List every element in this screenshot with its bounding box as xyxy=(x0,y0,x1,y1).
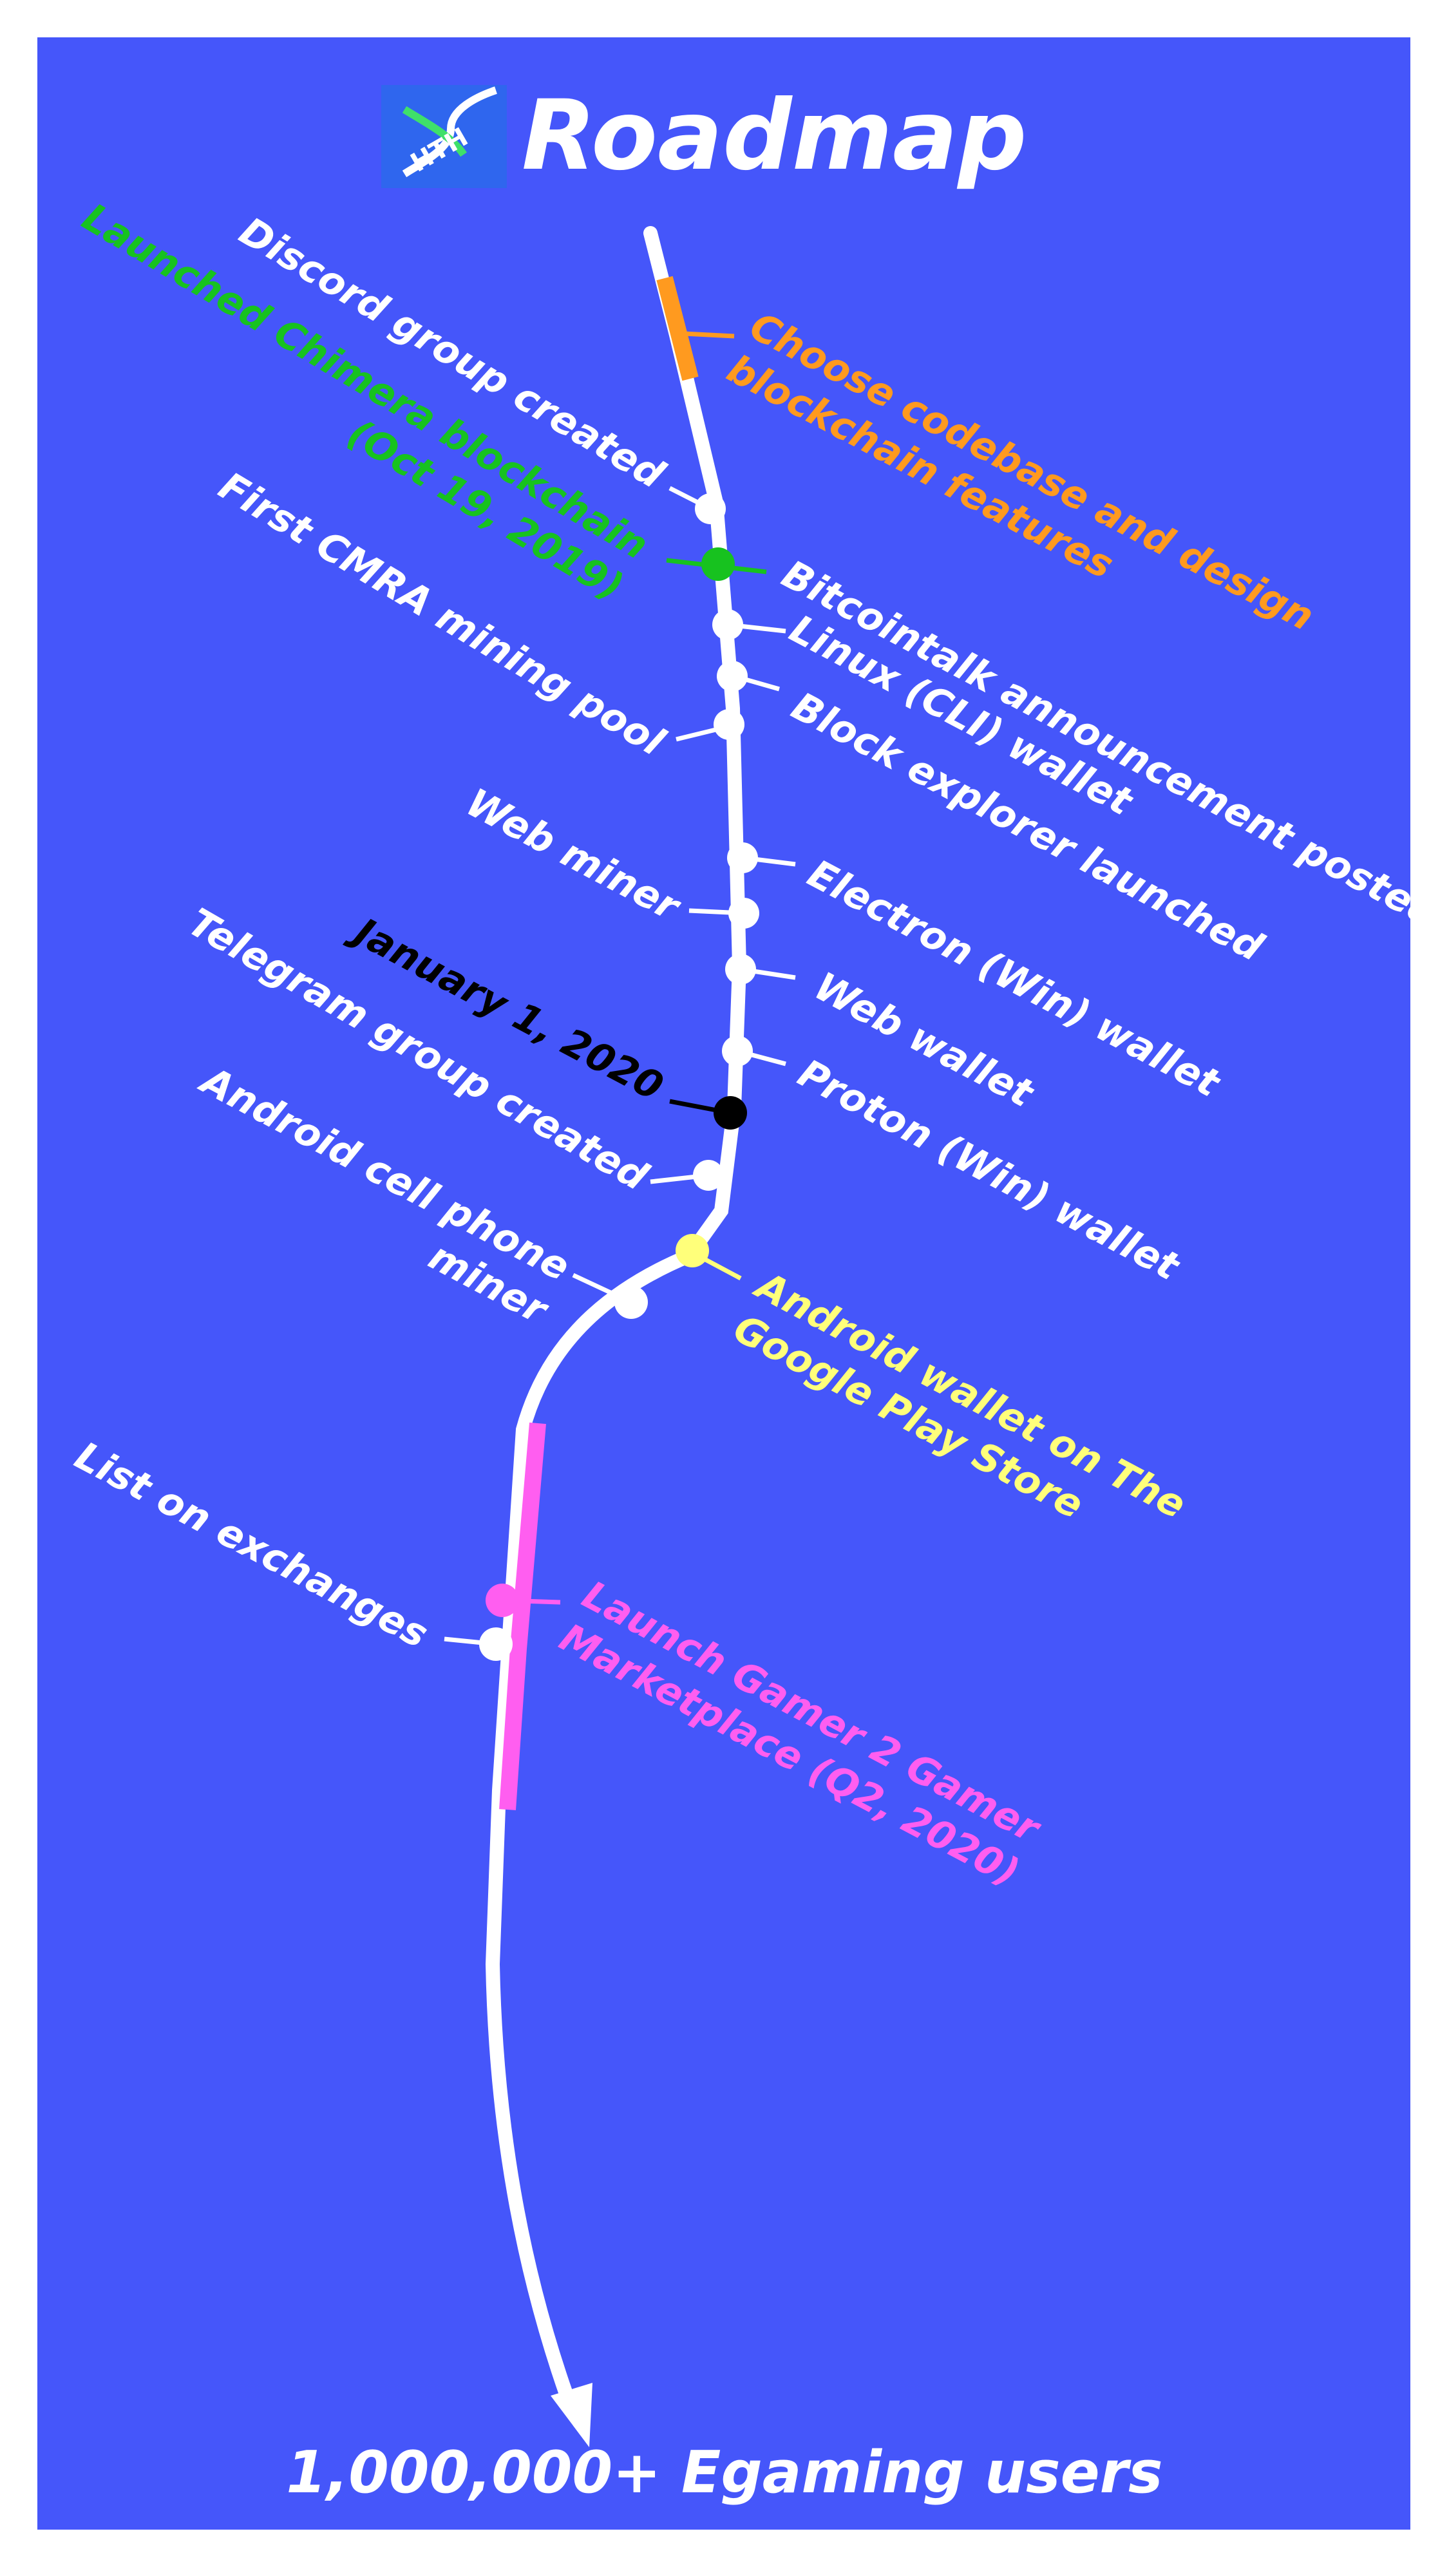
dot-android-wallet xyxy=(676,1234,709,1267)
dot-g2g-marketplace xyxy=(486,1584,519,1617)
dot-block-explorer xyxy=(727,842,758,873)
label-android-wallet: Android wallet on TheGoogle Play Store xyxy=(724,1262,1193,1571)
dot-bitcointalk xyxy=(712,609,743,640)
page-title: Roadmap xyxy=(522,80,1027,192)
roadmap-panel xyxy=(37,37,1410,2530)
label-g2g-marketplace-line: Launch Gamer 2 Gamer xyxy=(575,1572,1048,1852)
dot-mining-pool xyxy=(714,709,744,740)
goal-text: 1,000,000+ Egaming users xyxy=(286,2439,1162,2506)
dot-linux-wallet xyxy=(717,661,748,692)
label-g2g-marketplace-line: Marketplace (Q2, 2020) xyxy=(553,1615,1027,1896)
dot-jan-2020 xyxy=(714,1096,747,1130)
dot-electron-wallet xyxy=(728,898,759,929)
label-exchanges-line: List on exchanges xyxy=(68,1433,435,1657)
label-g2g-marketplace: Launch Gamer 2 GamerMarketplace (Q2, 202… xyxy=(553,1572,1049,1895)
arrow-head-icon xyxy=(551,2383,592,2447)
label-web-miner-line: Web miner xyxy=(459,780,688,931)
dot-exchanges xyxy=(479,1627,513,1661)
dot-chimera-launch xyxy=(701,547,735,581)
dot-web-miner xyxy=(725,954,756,985)
label-android-wallet-line: Android wallet on The xyxy=(746,1262,1193,1528)
dot-discord xyxy=(695,493,726,524)
dna-logo-icon: HTH xyxy=(381,85,507,188)
milestone-dots xyxy=(479,493,759,1661)
dot-android-miner xyxy=(614,1285,648,1319)
dot-telegram xyxy=(693,1160,724,1191)
label-chimera-launch-line: Launched Chimera blockchain xyxy=(75,194,656,569)
dot-web-wallet xyxy=(722,1036,753,1066)
label-exchanges: List on exchanges xyxy=(68,1433,435,1657)
label-web-miner: Web miner xyxy=(459,780,688,931)
